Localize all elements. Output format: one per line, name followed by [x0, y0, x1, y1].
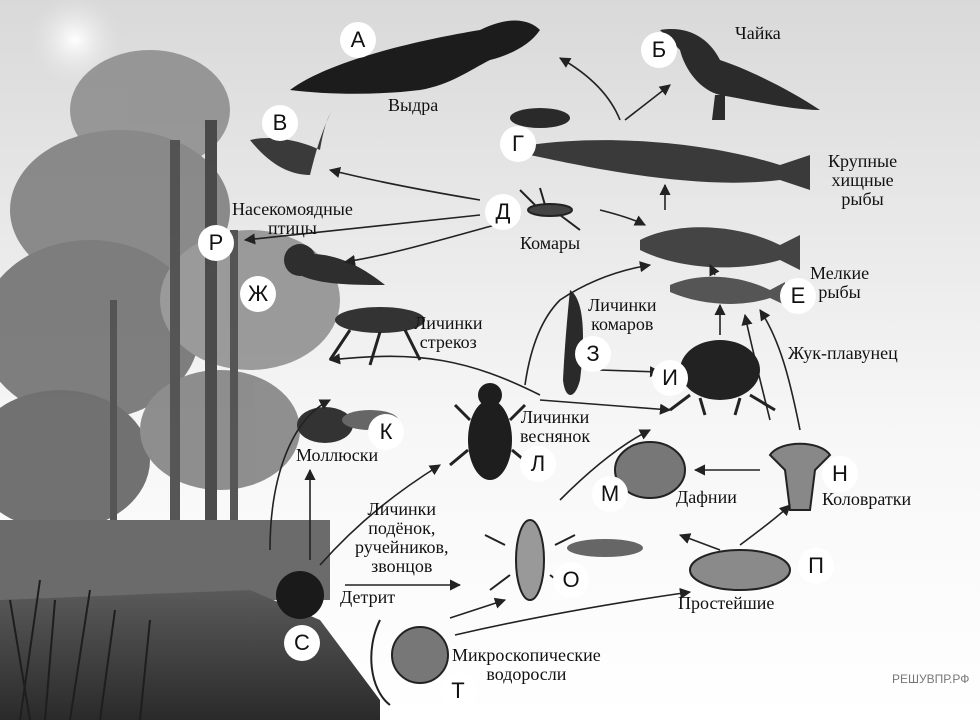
marker-p: П [798, 548, 834, 584]
label-molluscs: Моллюски [296, 446, 378, 465]
label-protozoa: Простейшие [678, 594, 774, 613]
label-gull: Чайка [735, 24, 781, 43]
marker-o: О [553, 562, 589, 598]
label-stonefly-larvae: Личинки веснянок [520, 408, 590, 446]
perch-small-drawing [510, 108, 570, 128]
caddis-larva-drawing [567, 539, 643, 557]
label-small-fish: Мелкие рыбы [810, 264, 869, 302]
marker-a: А [340, 22, 376, 58]
marker-i: И [652, 360, 688, 396]
marker-s: С [284, 625, 320, 661]
marker-zh: Ж [240, 276, 276, 312]
marker-n: Н [822, 456, 858, 492]
marker-l: Л [520, 446, 556, 482]
label-mayfly-larvae: Личинки подёнок, ручейников, звонцов [355, 500, 449, 576]
label-detritus: Детрит [340, 588, 395, 607]
label-insectivorous-birds: Насекомоядные птицы [232, 200, 353, 238]
label-rotifers: Коловратки [822, 490, 911, 509]
label-algae: Микроскопические водоросли [452, 646, 601, 684]
label-big-fish: Крупные хищные рыбы [828, 152, 897, 209]
marker-r: Р [198, 225, 234, 261]
marker-m: М [592, 476, 628, 512]
watermark: РЕШУВПР.РФ [892, 672, 969, 686]
marker-d: Д [485, 194, 521, 230]
label-dragonfly-larvae: Личинки стрекоз [414, 314, 483, 352]
label-otter: Выдра [388, 96, 438, 115]
marker-z: З [575, 336, 611, 372]
detritus-drawing [276, 571, 324, 619]
marker-g: Г [500, 126, 536, 162]
protozoa-drawing [690, 550, 790, 590]
label-daphnia: Дафнии [676, 488, 737, 507]
marker-v: В [262, 105, 298, 141]
label-diving-beetle: Жук-плавунец [788, 344, 898, 363]
marker-b: Б [641, 32, 677, 68]
label-mosquitoes: Комары [520, 234, 580, 253]
label-mosquito-larvae: Личинки комаров [588, 296, 657, 334]
